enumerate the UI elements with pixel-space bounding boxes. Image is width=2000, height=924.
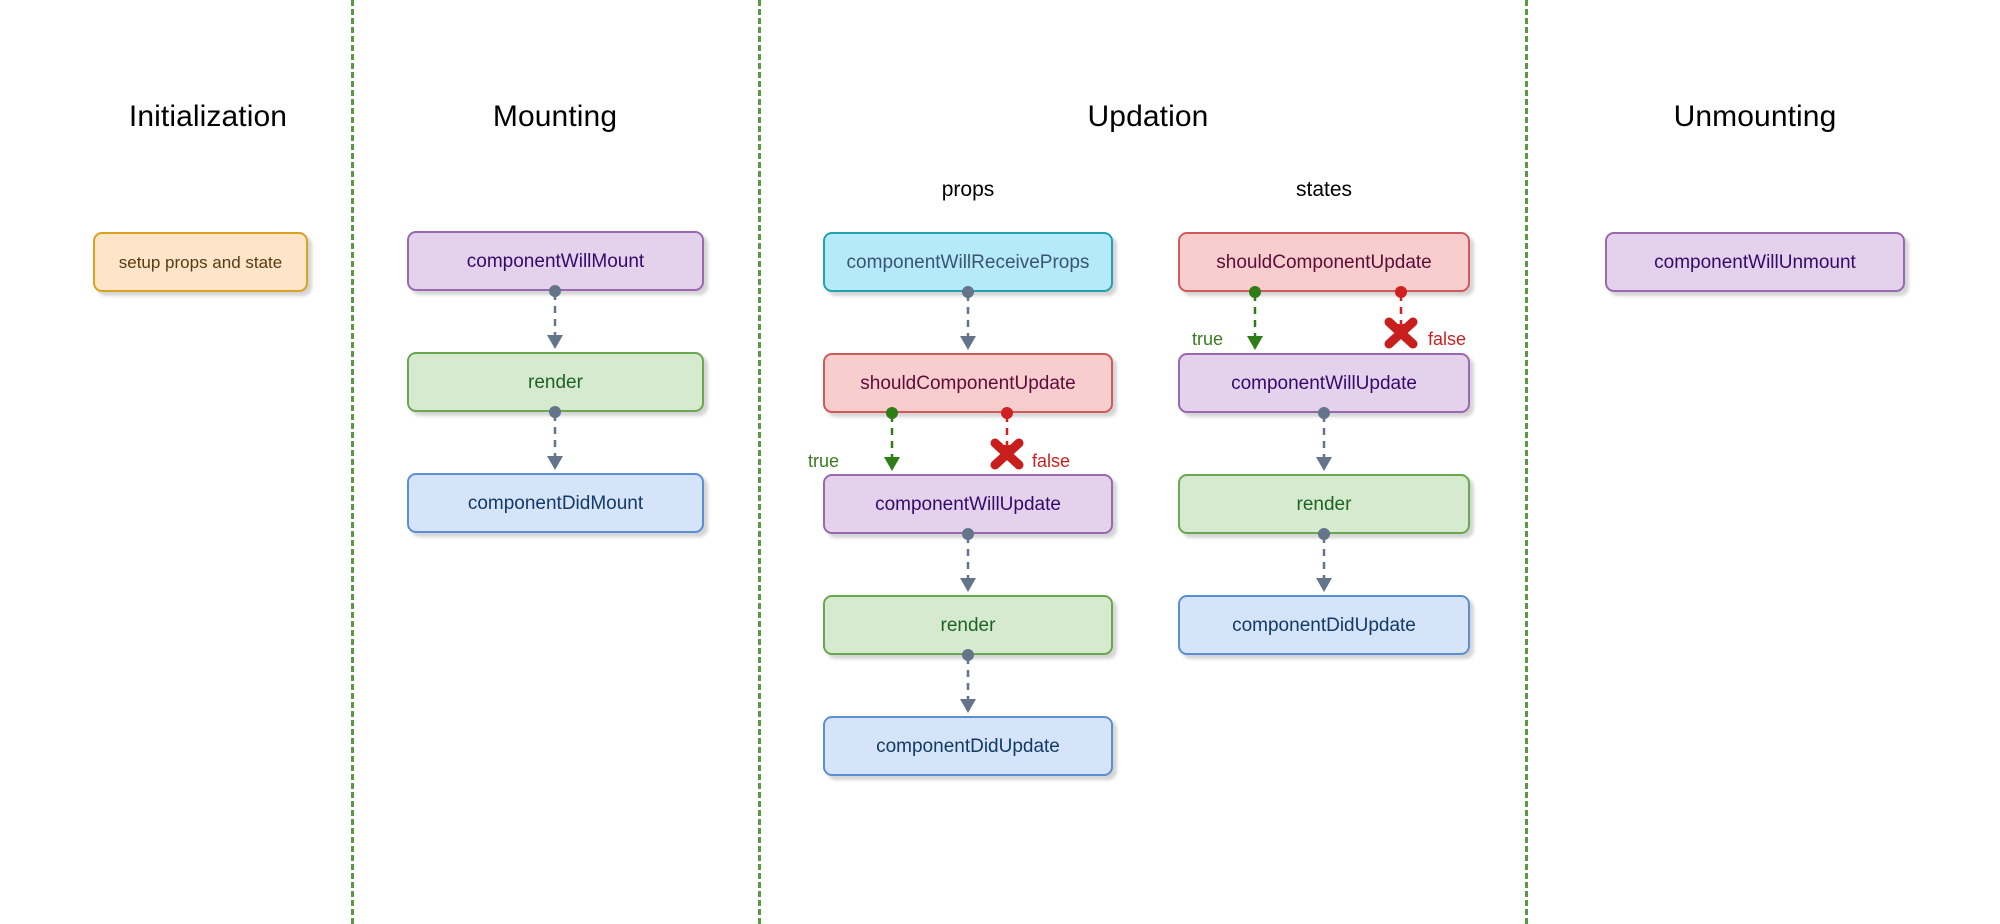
divider-initialization-mounting bbox=[351, 0, 354, 924]
connector-props-render-to-did-update bbox=[918, 649, 1018, 719]
branch-label-props-false: false bbox=[1032, 451, 1071, 471]
connector-props-false-branch bbox=[982, 407, 1062, 477]
node-props-should-component-update[interactable]: shouldComponentUpdate bbox=[823, 353, 1113, 413]
connector-states-true-branch bbox=[1210, 286, 1270, 356]
node-props-component-did-update[interactable]: componentDidUpdate bbox=[823, 716, 1113, 776]
connector-receive-props-to-should-update bbox=[918, 286, 1018, 356]
node-props-component-will-update[interactable]: componentWillUpdate bbox=[823, 474, 1113, 534]
connector-props-true-branch bbox=[847, 407, 907, 477]
divider-mounting-updation bbox=[758, 0, 761, 924]
column-title-initialization: Initialization bbox=[128, 100, 288, 133]
subcolumn-title-props: props bbox=[941, 178, 995, 201]
connector-states-will-update-to-render bbox=[1274, 407, 1374, 477]
node-mounting-render[interactable]: render bbox=[407, 352, 704, 412]
node-props-render[interactable]: render bbox=[823, 595, 1113, 655]
connector-props-will-update-to-render bbox=[918, 528, 1018, 598]
node-states-component-will-update[interactable]: componentWillUpdate bbox=[1178, 353, 1470, 413]
node-component-will-mount[interactable]: componentWillMount bbox=[407, 231, 704, 291]
subcolumn-title-states: states bbox=[1295, 178, 1353, 201]
branch-label-states-false: false bbox=[1428, 329, 1467, 349]
node-component-did-mount[interactable]: componentDidMount bbox=[407, 473, 704, 533]
column-title-updation: Updation bbox=[1087, 100, 1209, 133]
divider-updation-unmounting bbox=[1525, 0, 1528, 924]
connector-states-false-branch bbox=[1376, 286, 1456, 356]
connector-mount-will-to-render bbox=[505, 285, 605, 355]
connector-mount-render-to-did-mount bbox=[505, 406, 605, 476]
node-setup-props-and-state[interactable]: setup props and state bbox=[93, 232, 308, 292]
branch-label-states-true: true bbox=[1192, 329, 1224, 349]
branch-label-props-true: true bbox=[808, 451, 840, 471]
node-states-render[interactable]: render bbox=[1178, 474, 1470, 534]
column-title-unmounting: Unmounting bbox=[1673, 100, 1837, 133]
node-states-should-component-update[interactable]: shouldComponentUpdate bbox=[1178, 232, 1470, 292]
connector-states-render-to-did-update bbox=[1274, 528, 1374, 598]
node-states-component-did-update[interactable]: componentDidUpdate bbox=[1178, 595, 1470, 655]
column-title-mounting: Mounting bbox=[492, 100, 618, 133]
node-component-will-receive-props[interactable]: componentWillReceiveProps bbox=[823, 232, 1113, 292]
node-component-will-unmount[interactable]: componentWillUnmount bbox=[1605, 232, 1905, 292]
